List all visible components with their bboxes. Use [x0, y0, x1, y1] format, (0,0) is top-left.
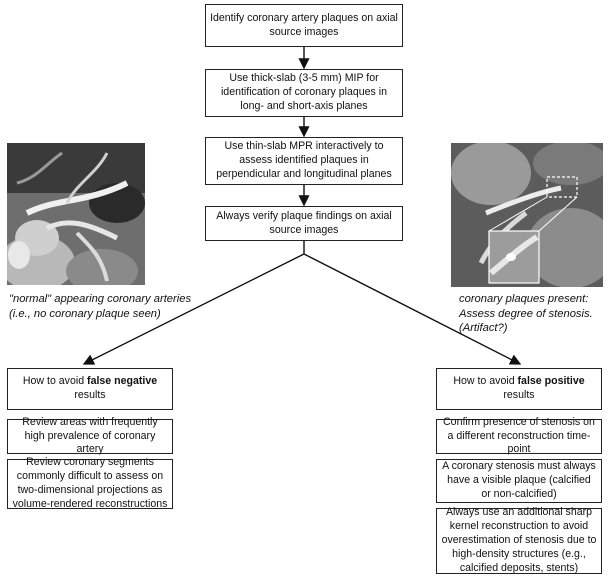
- left-caption-line2: (i.e., no coronary plaque seen): [9, 307, 161, 320]
- plaque-ct-image: [451, 143, 603, 287]
- step-axial-identify: Identify coronary artery plaques on axia…: [205, 4, 403, 47]
- false-positive-tip-1: Confirm presence of stenosis on a differ…: [436, 416, 602, 455]
- false-positive-header-pre: How to avoid: [453, 375, 518, 388]
- step-verify-axial: Always verify plaque findings on axial s…: [205, 206, 403, 241]
- right-caption-line2: Assess degree of stenosis.: [459, 307, 593, 320]
- step-axial-identify-text: Identify coronary artery plaques on axia…: [210, 11, 398, 38]
- false-negative-tip-2-text: Review coronary segments commonly diffic…: [12, 456, 168, 510]
- false-negative-header-pre: How to avoid: [22, 375, 88, 388]
- false-positive-tip-1-text: Confirm presence of stenosis on a differ…: [443, 415, 595, 456]
- false-positive-tip-2: A coronary stenosis must always have a v…: [436, 459, 602, 503]
- left-caption-rest: appearing coronary arteries: [51, 293, 192, 305]
- arrow-to-false-positive: [303, 253, 522, 365]
- right-caption: coronary plaques present: Assess degree …: [459, 292, 593, 336]
- left-caption: "normal" appearing coronary arteries (i.…: [9, 292, 191, 321]
- false-negative-tip-1: Review areas with frequently high preval…: [7, 416, 173, 455]
- false-negative-tip-1-text: Review areas with frequently high preval…: [22, 415, 158, 456]
- false-positive-header: How to avoid false positive results: [436, 368, 602, 410]
- false-positive-tip-3-text: Always use an additional sharp kernel re…: [441, 506, 597, 574]
- false-negative-header: How to avoid false negative results: [7, 368, 173, 410]
- false-positive-tip-3: Always use an additional sharp kernel re…: [436, 506, 602, 574]
- false-negative-header-text: How to avoid false negative results: [23, 375, 157, 403]
- step-verify-axial-text: Always verify plaque findings on axial s…: [216, 209, 392, 236]
- false-positive-tip-2-text: A coronary stenosis must always have a v…: [442, 460, 596, 500]
- right-caption-line1: coronary plaques present:: [459, 293, 589, 305]
- false-negative-header-bold: false negative: [87, 375, 158, 388]
- step-thin-slab-mpr-text: Use thin-slab MPR interactively to asses…: [216, 140, 392, 180]
- normal-coronary-ct-image: [7, 143, 145, 285]
- left-caption-line1: "normal" appearing coronary arteries: [9, 292, 191, 307]
- left-caption-quoted: "normal": [9, 293, 52, 305]
- step-thick-slab-mip: Use thick-slab (3-5 mm) MIP for identifi…: [205, 69, 403, 117]
- false-positive-header-post: results: [503, 389, 535, 401]
- false-negative-header-post: results: [74, 389, 106, 401]
- arrow-to-false-negative: [82, 253, 305, 365]
- false-negative-tip-2: Review coronary segments commonly diffic…: [7, 456, 173, 510]
- step-thick-slab-mip-text: Use thick-slab (3-5 mm) MIP for identifi…: [220, 72, 388, 112]
- false-positive-header-text: How to avoid false positive results: [453, 375, 584, 403]
- false-positive-header-bold: false positive: [517, 375, 585, 388]
- step-thin-slab-mpr: Use thin-slab MPR interactively to asses…: [205, 137, 403, 185]
- right-caption-line3: (Artifact?): [459, 322, 508, 335]
